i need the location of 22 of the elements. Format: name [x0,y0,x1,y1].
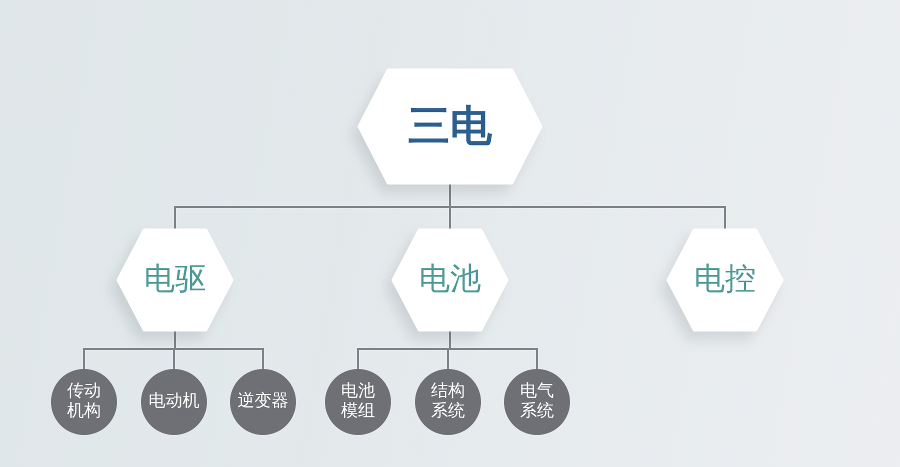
node-label: 传动机构 [66,382,102,422]
node-label: 电池 [419,262,481,298]
circle-node [325,369,391,435]
hexagon-node [359,70,541,182]
circle-node [504,369,570,435]
circle-node [230,369,296,435]
node-label: 三电 [408,102,492,150]
connector-line [449,330,538,369]
node-label: 电驱 [144,262,206,298]
node-label: 电气系统 [519,382,555,422]
connector-line [449,182,726,230]
node-label: 结构系统 [430,382,466,422]
circle-node [141,369,207,435]
circle-node [51,369,117,435]
node-label: 电控 [694,262,756,298]
circle-node [415,369,481,435]
hexagon-node [118,230,232,330]
node-label: 逆变器 [236,392,290,412]
node-label: 电动机 [148,392,200,412]
node-label: 电池模组 [340,382,376,422]
hexagon-node [393,230,507,330]
hexagon-node [668,230,782,330]
